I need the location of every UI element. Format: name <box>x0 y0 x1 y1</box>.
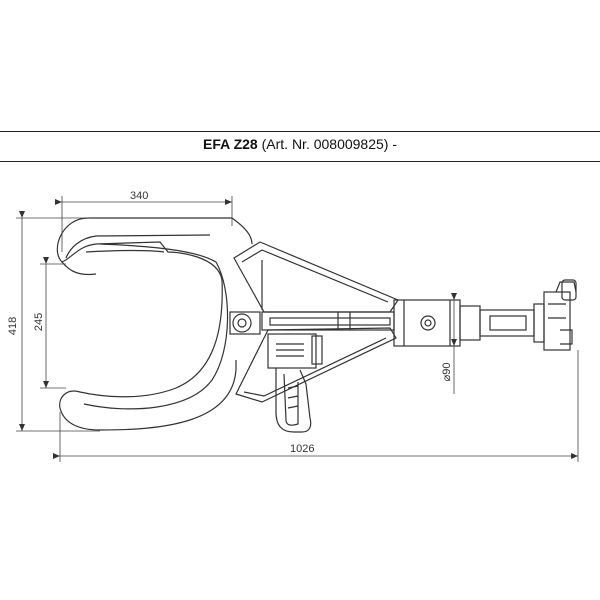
drive-cylinder <box>393 279 577 351</box>
dimension-label-1026: 1026 <box>290 443 314 455</box>
handle <box>275 368 312 433</box>
dimension-1026 <box>53 350 579 462</box>
dimension-label-340: 340 <box>130 190 148 202</box>
title-rule-top <box>0 131 600 132</box>
dimension-418 <box>16 211 100 432</box>
article-number: (Art. Nr. 008009825) - <box>261 136 398 152</box>
dimension-label-245: 245 <box>33 313 45 331</box>
dimension-245 <box>40 257 66 389</box>
dimension-label-418: 418 <box>7 317 19 335</box>
dimension-340 <box>55 196 233 252</box>
model-name: EFA Z28 <box>202 136 258 152</box>
drawing-title: EFA Z28 (Art. Nr. 008009825) - <box>0 136 600 152</box>
title-rule-bottom <box>0 161 600 162</box>
gun-body <box>229 241 399 403</box>
dimension-label-diameter: ⌀90 <box>441 363 453 382</box>
c-yoke <box>56 217 253 431</box>
